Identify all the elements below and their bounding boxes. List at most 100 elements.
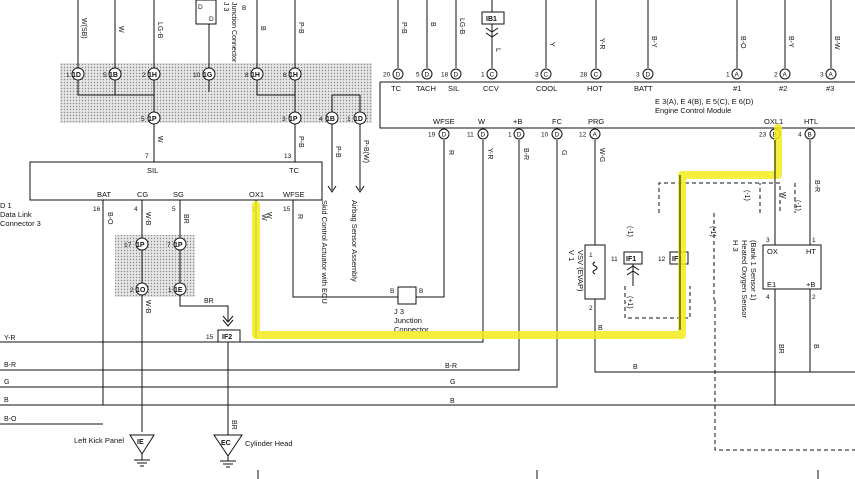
top-conn-5-id: 1H: [251, 72, 260, 79]
ecm-pin-num-batt: 3: [636, 72, 640, 79]
top-conn-2-id: 1B: [109, 72, 118, 79]
dlc-pin-num-wfse: 15: [283, 206, 291, 213]
j3-top-pin-d1: D: [198, 4, 203, 11]
shield-label-d: (-1): [709, 226, 716, 237]
ecm-pin-letter-cool: C: [544, 72, 549, 79]
ecm-name: Engine Control Module: [655, 106, 731, 115]
dlc-pin-sg: SG: [173, 190, 184, 199]
j3-mid-name: Junction: [394, 316, 422, 325]
connector-ib1: IB1: [481, 0, 505, 38]
wire-color-top-by2: B-Y: [787, 36, 794, 48]
wire-color-airbag-pbw: P-B(W): [362, 140, 369, 163]
ecm-pin-num-n1: 1: [726, 72, 730, 79]
mid-row-connectors: 1P 5 1P 3 1B 4 1D 1: [141, 111, 367, 125]
wire-color-ox-w: W: [260, 214, 267, 221]
ll-conn-1-id: 1P: [136, 242, 145, 249]
j3-mid-ref: J 3: [394, 307, 404, 316]
left-wire-0: Y-R: [4, 335, 15, 342]
ll-conn-4-num: 1: [168, 287, 172, 294]
ecm-pin-letter-tc: D: [396, 72, 401, 79]
dlc-pin-cg: CG: [137, 190, 148, 199]
junction-block-top: [60, 63, 372, 123]
ecm-pin-num-plusb: 1: [508, 132, 512, 139]
left-wire-3: B: [4, 397, 9, 404]
wire-color-bus-g: G: [450, 379, 455, 386]
top-conn-5-num: 8: [245, 72, 249, 79]
mid-conn-2-id: 1P: [289, 116, 298, 123]
wire-color-if2-br: BR: [230, 420, 237, 430]
h3-pin-ox: OX: [767, 247, 778, 256]
wire-color-ecm-br: B-R: [522, 148, 529, 160]
shielded-section: (-1) (-1) (+1) (-1) (-1) IF1 11 IF1 12: [611, 182, 801, 319]
ecm-label-n2: #2: [779, 84, 787, 93]
wire-color-bus-b: B: [450, 398, 455, 405]
ecm-label-ccv: CCV: [483, 84, 499, 93]
wire-color-wsb: W(SB): [80, 18, 87, 39]
wire-color-htl-br: B-R: [813, 180, 820, 192]
ecm-label-tc: TC: [391, 84, 402, 93]
h3-name2: (Bank 1 Sensor 1): [749, 240, 758, 301]
wire-color-top-l: L: [494, 48, 501, 52]
heated-oxygen-sensor: OX HT E1 +B 3 1 4 2 H 3 Heated Oxygen Se…: [714, 140, 855, 451]
wire-color-bat-bo: B-O: [106, 212, 113, 225]
wire-color-bus-br: B-R: [445, 363, 457, 370]
ecm-label-wfse: WFSE: [433, 117, 455, 126]
wire-color-top-bo: B-O: [739, 36, 746, 49]
shield-label-b: (-1): [626, 226, 633, 237]
dlc-pin-num-tc: 13: [284, 153, 292, 160]
ecm-pin-num-sil: 18: [441, 72, 449, 79]
wire-color-top-pb: P-B: [400, 22, 407, 34]
connector-if1a-id: IF1: [626, 256, 636, 263]
wire-color-top-b: B: [429, 22, 436, 27]
shield-label-a: (-1): [743, 190, 750, 201]
ecm-refs: E 3(A), E 4(B), E 5(C), E 6(D): [655, 97, 754, 106]
vsv-ref: V 1: [567, 250, 576, 261]
j3-top-pin-d2: D: [209, 16, 214, 23]
connector-if2-id: IF2: [222, 334, 232, 341]
mid-conn-4-id: 1D: [354, 116, 363, 123]
h3-pin-ht: HT: [806, 247, 816, 256]
h3-pin-num-ox: 3: [766, 237, 770, 244]
ecm-label-oxl1: OXL1: [764, 117, 783, 126]
highlighted-ox-signal-path: [252, 124, 782, 339]
top-conn-2-num: 5: [103, 72, 107, 79]
wire-color-ecm-g: G: [560, 150, 567, 155]
ecm-top-pins: D 20 TC D 5 TACH D 18 SIL C 1 CCV C 3 CO…: [383, 0, 837, 93]
dlc-pin-wfse: WFSE: [283, 190, 305, 199]
ecm-pin-letter-tach: D: [425, 72, 430, 79]
j3-top-ref: J 3: [222, 2, 229, 11]
ecm-pin-letter-hot: C: [594, 72, 599, 79]
connector-ib1-label: IB1: [486, 16, 497, 23]
top-left-wires: W(SB) W LG-B B P-B D D B J 3 Junction Co…: [77, 0, 304, 68]
wire-color-ecm-wg: W-G: [598, 148, 605, 162]
ecm-pin-letter-batt: D: [646, 72, 651, 79]
ecm-pin-num-n3: 3: [820, 72, 824, 79]
top-conn-4-num: 10: [193, 72, 201, 79]
wire-color-w1: W: [117, 26, 124, 33]
dlc-feed-wires: W P-B P-B P-B(W) Skid Control Actuator w…: [153, 124, 369, 304]
junction-connector-j3-mid: B B J 3 Junction Connector R: [390, 140, 454, 334]
ecm-pin-letter-sil: D: [454, 72, 459, 79]
ecm-pin-letter-n1: A: [735, 72, 740, 79]
wire-color-lower-wb: W-B: [144, 300, 151, 314]
wire-color-cg-wb: W-B: [144, 212, 151, 226]
ecm-pin-letter-fc: D: [555, 132, 560, 139]
left-wire-4: B-O: [4, 416, 17, 423]
dlc-pin-num-cg: 4: [134, 206, 138, 213]
wire-color-wfse-r: R: [296, 214, 303, 219]
data-link-connector: SIL 7 TC 13 BAT CG SG OX1 WFSE D 1 Data …: [0, 153, 323, 228]
ecm-label-fc: FC: [552, 117, 563, 126]
dlc-pin-num-bat: 16: [93, 206, 101, 213]
dlc-pin-tc: TC: [289, 166, 300, 175]
ll-conn-1-num: 17: [124, 242, 132, 249]
ecm-pin-letter-prg: A: [593, 132, 598, 139]
engine-control-module: E 3(A), E 4(B), E 5(C), E 6(D) Engine Co…: [379, 81, 855, 129]
top-conn-4-id: 1G: [203, 72, 213, 79]
ground-ie: IE Left Kick Panel: [74, 434, 155, 467]
top-conn-6-num: 6: [283, 72, 287, 79]
ll-conn-4-id: 1E: [174, 287, 183, 294]
ecm-pin-letter-ccv: C: [490, 72, 495, 79]
j3-top-name: Junction Connector: [230, 2, 237, 63]
ecm-label-tach: TACH: [416, 84, 436, 93]
